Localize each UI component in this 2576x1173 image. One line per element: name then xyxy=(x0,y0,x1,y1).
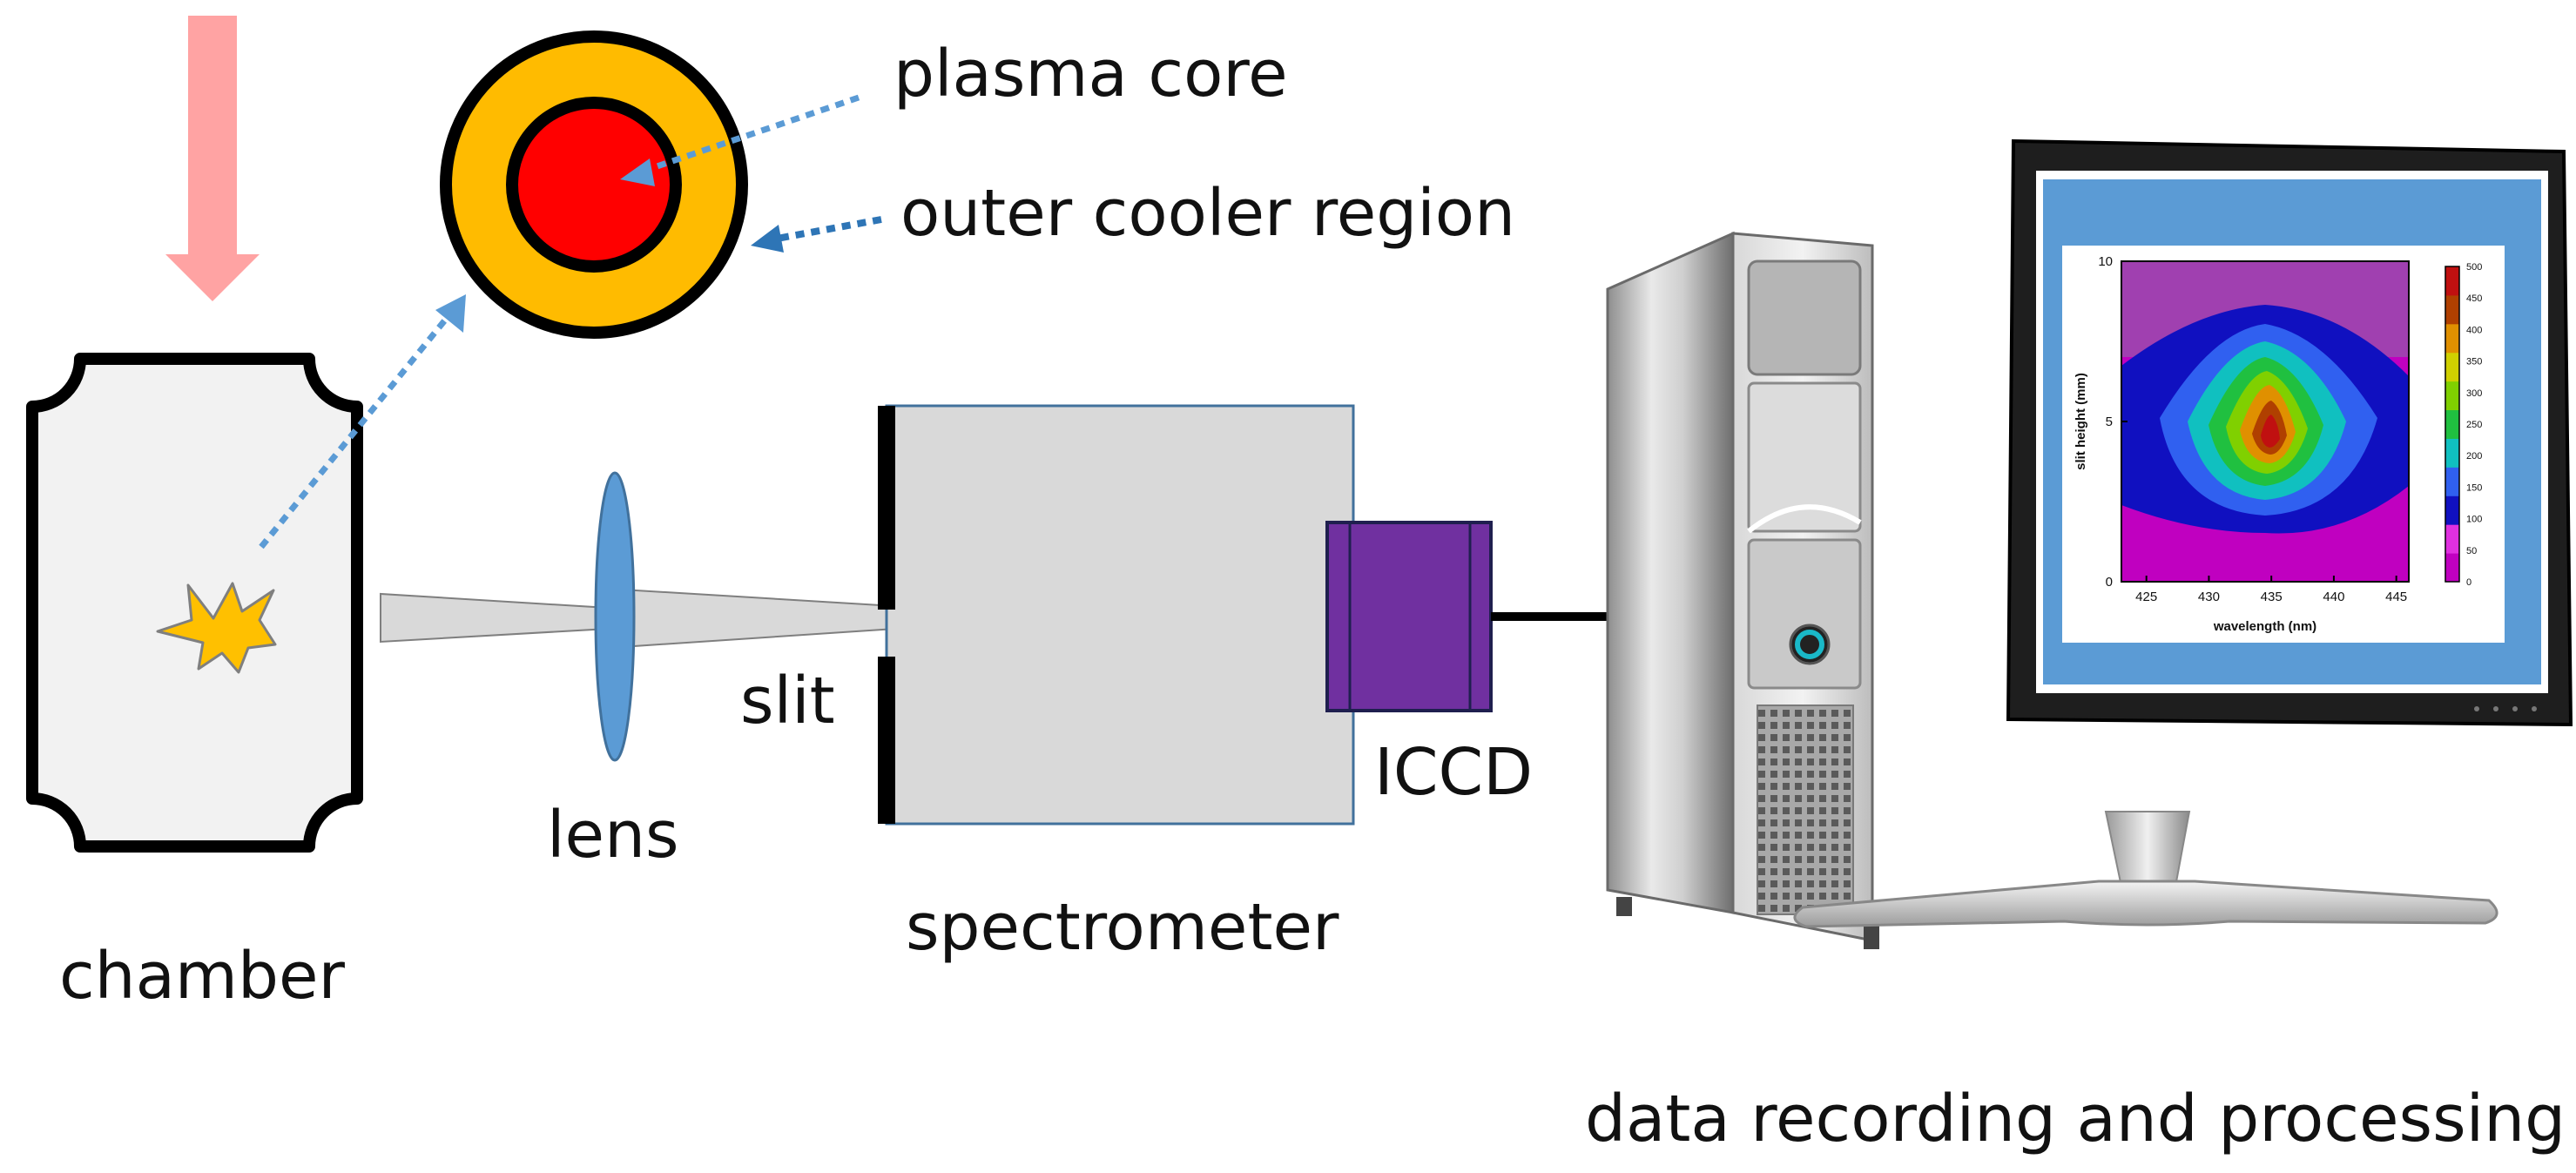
y-axis-label: slit height (mm) xyxy=(2074,373,2088,470)
zoom-dotted-arrow xyxy=(259,306,457,549)
colorbar-tick-label: 200 xyxy=(2466,451,2482,462)
colorbar-segment xyxy=(2445,266,2459,296)
spectrometer xyxy=(885,404,1355,826)
colorbar-segment xyxy=(2445,467,2459,496)
heatmap-contours xyxy=(2121,261,2409,534)
iccd-camera xyxy=(1325,521,1493,712)
colorbar-tick-label: 350 xyxy=(2466,357,2482,367)
slit-upper-plate xyxy=(878,406,895,610)
colorbar-segment xyxy=(2445,495,2459,525)
label-spectrometer: spectrometer xyxy=(906,890,1339,965)
light-path-chamber-lens xyxy=(380,592,609,644)
contour-level-450 xyxy=(2261,415,2280,448)
colorbar-segment xyxy=(2445,294,2459,325)
zoom-arrowhead-icon xyxy=(435,294,466,333)
y-tick-label: 0 xyxy=(2106,575,2113,590)
colorbar-segment xyxy=(2445,524,2459,554)
x-tick-label: 430 xyxy=(2198,590,2220,604)
label-iccd: ICCD xyxy=(1374,735,1533,810)
colorbar-segment xyxy=(2445,352,2459,382)
colorbar-frame xyxy=(2445,266,2460,583)
colorbar-segment xyxy=(2445,553,2459,583)
label-outer-cooler-region: outer cooler region xyxy=(900,176,1515,251)
x-tick-labels: 425 430 435 440 445 xyxy=(2135,576,2407,604)
x-tick-label: 435 xyxy=(2261,590,2283,604)
core-arrowhead-icon xyxy=(620,158,655,186)
x-tick-label: 445 xyxy=(2385,590,2407,604)
x-tick-label: 425 xyxy=(2135,590,2157,604)
plasma-spark-icon xyxy=(156,582,277,674)
plasma-core xyxy=(506,97,682,273)
y-tick-label: 10 xyxy=(2098,254,2113,269)
colorbar-segment xyxy=(2445,409,2459,439)
colorbar-tick-label: 300 xyxy=(2466,388,2482,399)
core-dotted-arrow xyxy=(637,94,860,176)
label-lens: lens xyxy=(547,798,679,873)
colorbar-tick-label: 500 xyxy=(2466,262,2482,273)
outer-dotted-arrow xyxy=(776,216,882,242)
colorbar-tick-label: 150 xyxy=(2466,482,2482,493)
laser-arrow-icon xyxy=(165,16,260,301)
colorbar-segment xyxy=(2445,323,2459,354)
y-tick-labels: 0 5 10 xyxy=(2098,254,2128,590)
y-tick-label: 5 xyxy=(2106,415,2113,429)
colorbar-tick-label: 100 xyxy=(2466,515,2482,525)
x-tick-label: 440 xyxy=(2323,590,2344,604)
x-axis-label: wavelength (nm) xyxy=(2213,619,2316,634)
lens xyxy=(594,471,636,762)
colorbar: 0 50 100 150 200 250 300 350 400 450 500 xyxy=(2445,262,2482,588)
label-plasma-core: plasma core xyxy=(894,37,1288,111)
colorbar-tick-label: 0 xyxy=(2466,577,2471,588)
colorbar-tick-label: 450 xyxy=(2466,293,2482,304)
colorbar-tick-label: 250 xyxy=(2466,420,2482,430)
outer-arrowhead-icon xyxy=(751,225,784,253)
label-slit: slit xyxy=(740,664,835,738)
spectral-heatmap: 425 430 435 440 445 0 5 10 wavelength (nm) sli… xyxy=(2074,254,2482,634)
label-chamber: chamber xyxy=(59,939,346,1014)
colorbar-segment xyxy=(2445,438,2459,468)
colorbar-segment xyxy=(2445,381,2459,411)
computer-tower-icon xyxy=(1606,231,1879,949)
slit-lower-plate xyxy=(878,657,895,824)
light-path-lens-slit xyxy=(607,587,896,650)
label-data-recording-processing: data recording and processing xyxy=(1585,1082,2566,1156)
colorbar-tick-label: 400 xyxy=(2466,325,2482,335)
colorbar-tick-label: 50 xyxy=(2466,546,2477,556)
